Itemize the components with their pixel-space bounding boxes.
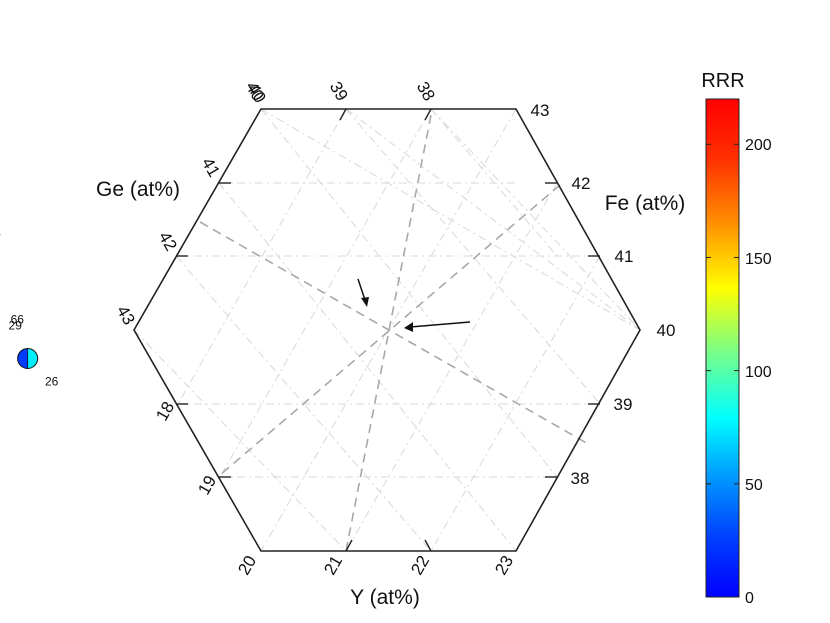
tick-label-ge-19: 19 xyxy=(194,472,220,498)
colorbar-tick-100: 100 xyxy=(745,364,772,381)
guide-line-1 xyxy=(199,221,591,446)
tick-label-top-40: 40 xyxy=(242,78,268,104)
tick-label-ge-43: 43 xyxy=(113,302,139,328)
data-point-26: 26 xyxy=(17,347,59,388)
tick-label-fe-43: 43 xyxy=(531,101,550,120)
tick-mark-10 xyxy=(345,539,353,552)
gridline-2 xyxy=(430,108,641,331)
data-points: 3234334422252445236637293635175726424327 xyxy=(0,226,59,388)
leader-lines xyxy=(199,114,591,552)
colorbar-tick-0: 0 xyxy=(745,590,754,607)
point-label-33: 33 xyxy=(0,226,1,240)
gridline-14 xyxy=(175,255,432,552)
gridline-13 xyxy=(218,182,517,552)
colorbar-tick-50: 50 xyxy=(745,477,763,494)
tick-label-fe-38: 38 xyxy=(571,469,590,488)
tick-label-fe-41: 41 xyxy=(615,247,634,266)
colorbar-ticks xyxy=(706,143,739,598)
gridline-0 xyxy=(260,108,641,331)
tick-label-y-21: 21 xyxy=(320,552,346,578)
arrowhead-45 xyxy=(361,297,369,307)
tick-label-top-38: 38 xyxy=(413,78,439,104)
gridline-11 xyxy=(430,255,601,552)
colorbar-tick-150: 150 xyxy=(745,251,772,268)
tick-label-fe-40: 40 xyxy=(657,321,676,340)
tick-label-ge-42: 42 xyxy=(155,228,181,254)
gridline-17 xyxy=(430,108,558,257)
tick-label-ge-18: 18 xyxy=(152,398,178,424)
axis-title-fe: Fe (at%) xyxy=(605,192,686,215)
tick-label-fe-39: 39 xyxy=(614,395,633,414)
point-label-29: 29 xyxy=(9,318,23,332)
data-point-29: 29 xyxy=(9,318,23,332)
guide-line-0 xyxy=(345,114,432,552)
tick-mark-1 xyxy=(424,108,432,121)
arrow-66 xyxy=(409,321,471,328)
data-point-66: 66 xyxy=(11,313,25,327)
tick-label-top-39: 39 xyxy=(326,78,352,104)
tick-label-y-22: 22 xyxy=(407,552,433,578)
arrowhead-66 xyxy=(404,322,413,332)
annotation-arrows xyxy=(357,278,471,332)
gridline-7 xyxy=(177,108,347,405)
point-label-26: 26 xyxy=(45,374,59,388)
colorbar-tick-200: 200 xyxy=(745,137,772,154)
hexagon-frame xyxy=(133,108,641,552)
tick-label-y-23: 23 xyxy=(491,552,517,578)
gridline-15 xyxy=(133,329,347,552)
axis-title-ge: Ge (at%) xyxy=(96,178,180,201)
point-label-66: 66 xyxy=(11,313,25,327)
colorbar-title: RRR xyxy=(701,70,744,92)
tick-marks xyxy=(176,108,600,552)
point-right-half-26 xyxy=(27,348,38,369)
colorbar xyxy=(705,98,740,598)
axis-title-y: Y (at%) xyxy=(350,586,420,609)
gridline-1 xyxy=(345,108,641,331)
point-label-22: 22 xyxy=(0,259,1,273)
tick-mark-11 xyxy=(424,539,432,552)
point-left-half-26 xyxy=(17,348,28,369)
tick-mark-0 xyxy=(339,108,347,121)
tick-label-fe-42: 42 xyxy=(572,174,591,193)
gridline-8 xyxy=(219,108,432,478)
tick-label-ge-41: 41 xyxy=(198,154,224,180)
tick-label-y-20: 20 xyxy=(234,552,260,578)
data-point-22: 22 xyxy=(0,259,1,273)
gridline-12 xyxy=(260,108,558,478)
gridline-10 xyxy=(345,182,558,552)
gridline-16 xyxy=(345,108,601,405)
data-point-33: 33 xyxy=(0,226,1,240)
